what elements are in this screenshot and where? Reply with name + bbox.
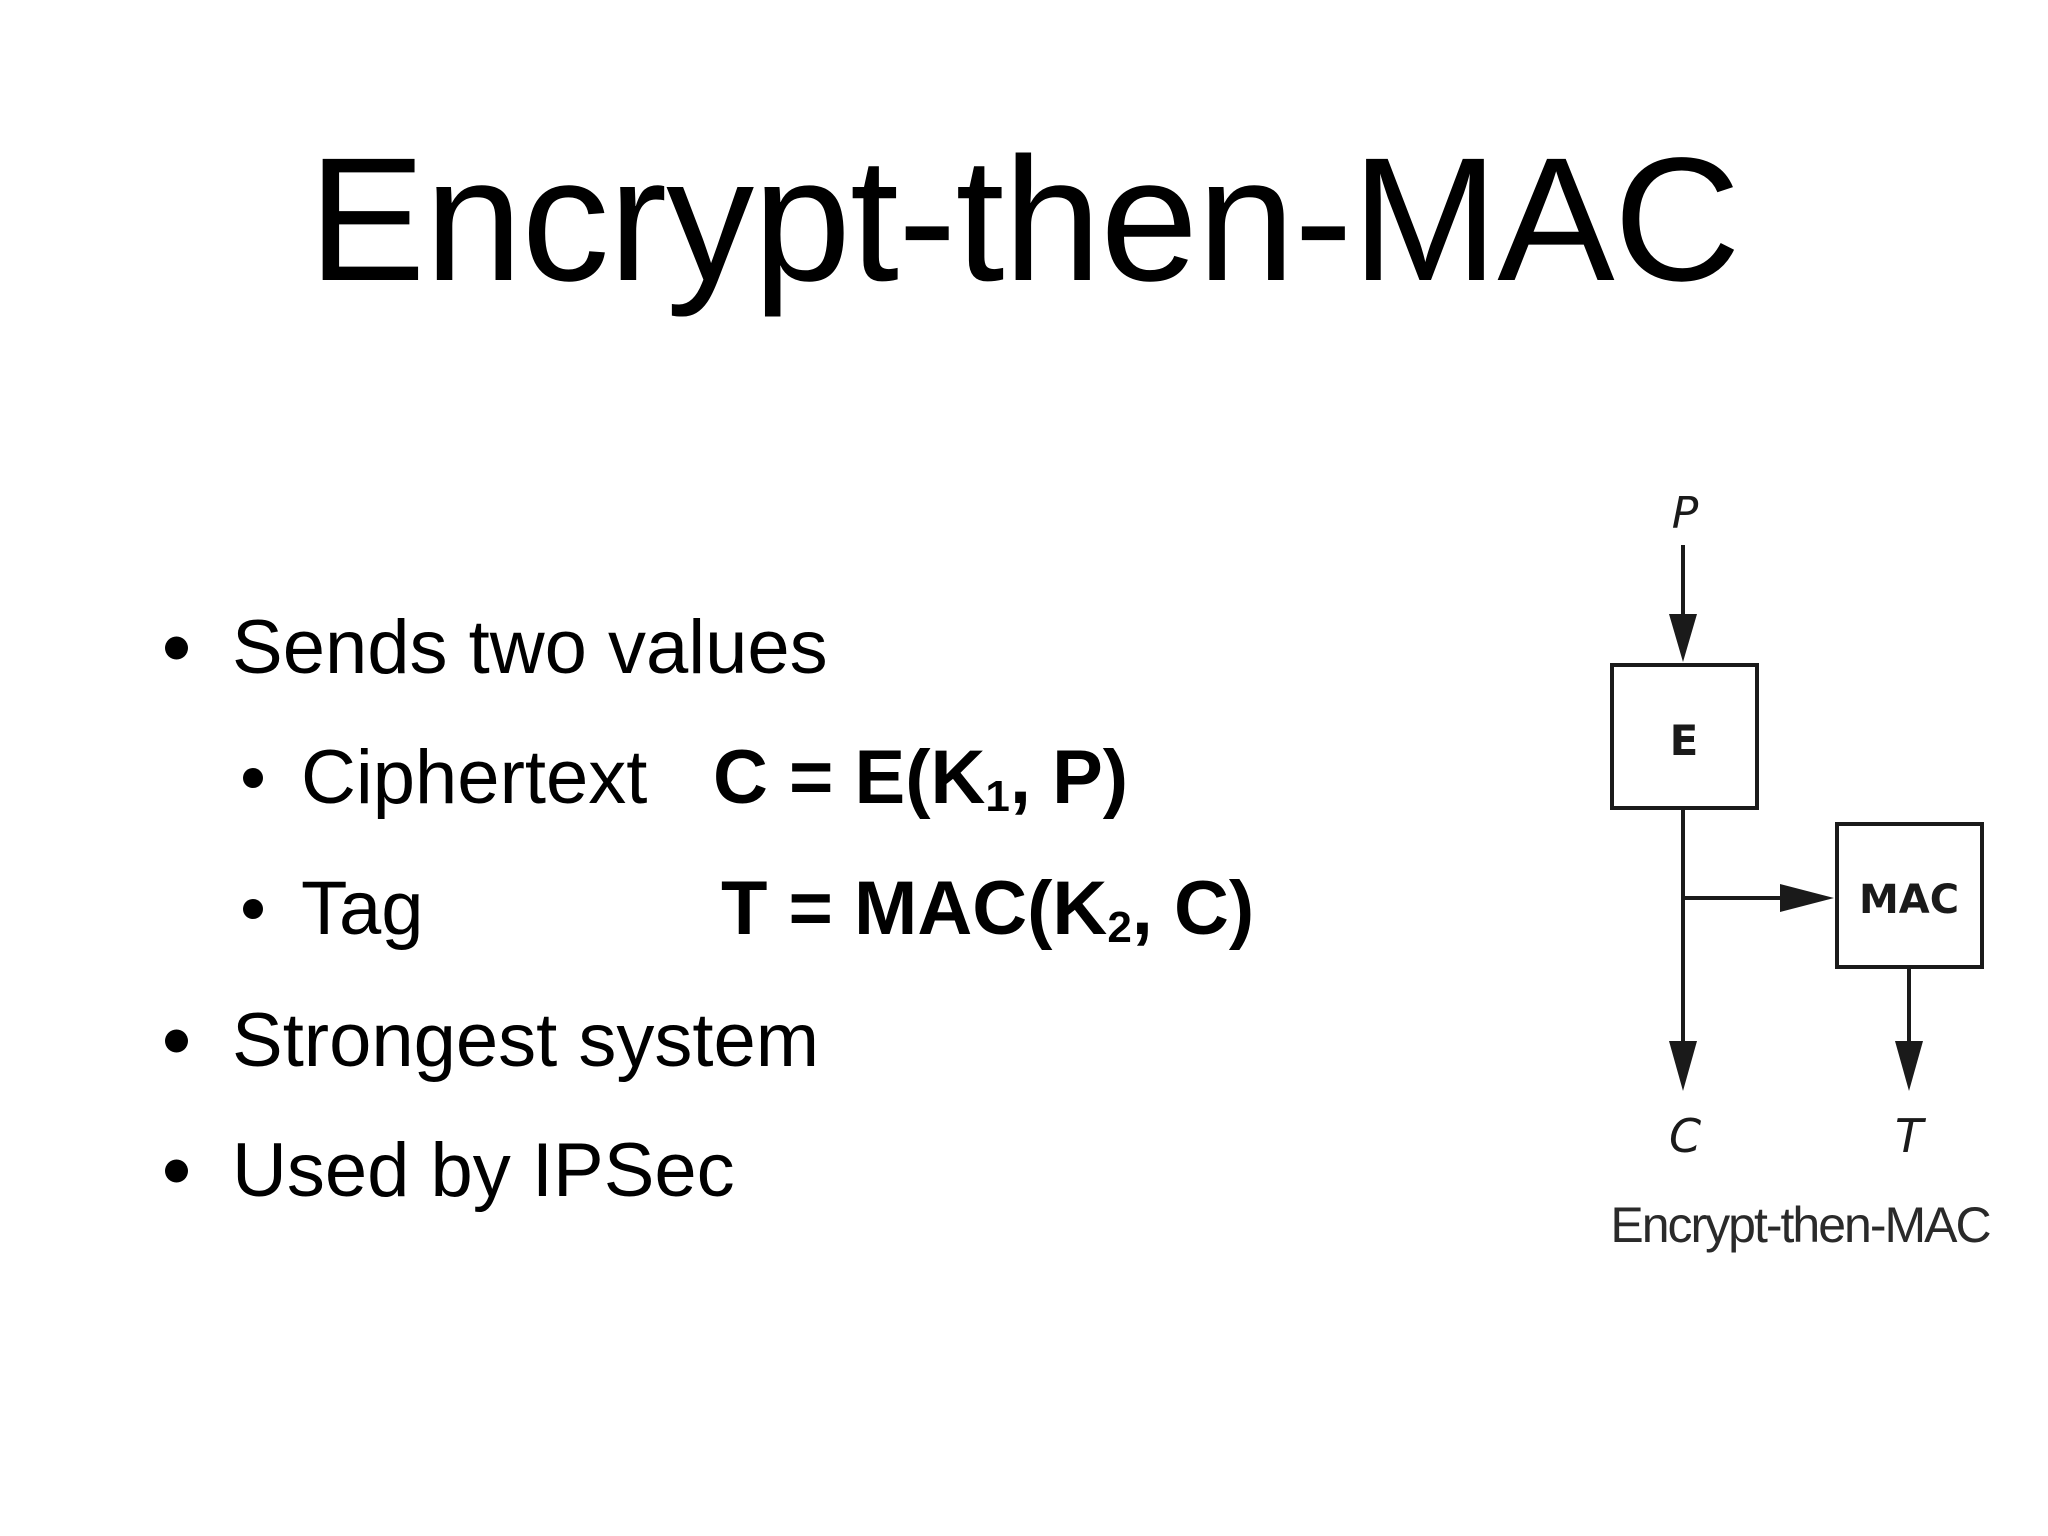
output-t-label: T: [1895, 1109, 1927, 1163]
input-arrow: [1669, 545, 1697, 662]
tag-output-arrow: [1895, 967, 1923, 1091]
bullet-sends-two-values: Sends two values: [165, 603, 828, 693]
bullet-dot: [243, 768, 263, 788]
sub-bullet-ciphertext: Ciphertext C = E(K1, P): [243, 733, 1128, 823]
bullet-dot: [165, 1159, 188, 1183]
ciphertext-key-subscript: 1: [985, 772, 1010, 821]
diagram-caption: Encrypt-then-MAC: [1610, 1197, 1991, 1253]
slide-title: Encrypt-then-MAC: [308, 122, 1741, 318]
bullet-dot: [243, 899, 263, 919]
tag-formula: T = MAC(K2, C): [721, 866, 1255, 952]
sub-bullet-tag: Tag T = MAC(K2, C): [243, 864, 1254, 954]
bullet-text: Sends two values: [232, 605, 828, 690]
mac-box-label: MAC: [1859, 877, 1959, 923]
ciphertext-formula: C = E(K1, P): [713, 735, 1129, 821]
input-p-label: P: [1672, 490, 1699, 539]
bullet-text: Used by IPSec: [232, 1128, 735, 1213]
encrypt-then-mac-diagram: P E MAC C T: [1610, 490, 1984, 1163]
tag-label: Tag: [301, 866, 424, 951]
bullet-used-by-ipsec: Used by IPSec: [165, 1126, 735, 1216]
bullet-dot: [165, 636, 188, 660]
ciphertext-label: Ciphertext: [301, 735, 648, 820]
encrypt-box-label: E: [1670, 716, 1699, 765]
branch-to-mac-arrow: [1683, 884, 1834, 912]
ciphertext-output-arrow: [1669, 808, 1697, 1091]
tag-key-subscript: 2: [1107, 903, 1132, 952]
bullet-text: Strongest system: [232, 998, 820, 1083]
bullet-strongest-system: Strongest system: [165, 996, 820, 1086]
mac-box: [1835, 822, 1984, 969]
output-c-label: C: [1669, 1109, 1701, 1163]
bullet-dot: [165, 1029, 188, 1053]
